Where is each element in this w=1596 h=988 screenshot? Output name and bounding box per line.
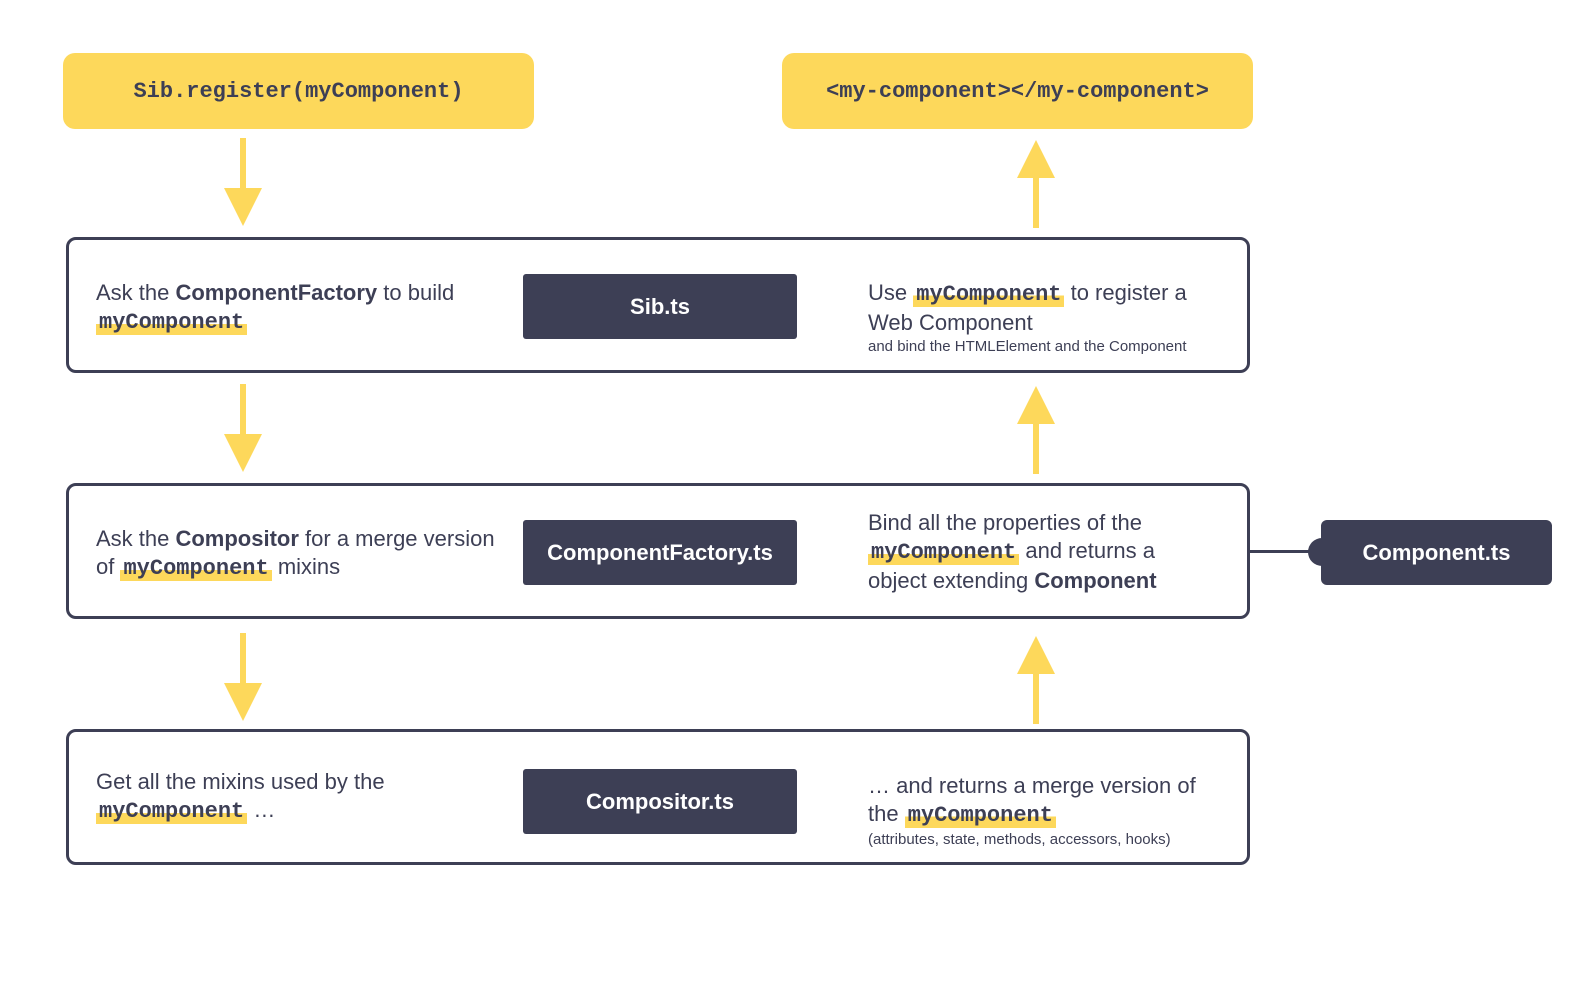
component-factory-file-box: ComponentFactory.ts bbox=[523, 520, 797, 585]
code-highlight: myComponent bbox=[913, 282, 1065, 307]
compositor-left-text: Get all the mixins used by the myCompone… bbox=[96, 769, 385, 824]
sib-file-box: Sib.ts bbox=[523, 274, 797, 339]
sib-note: and bind the HTMLElement and the Compone… bbox=[868, 338, 1187, 355]
custom-element-tag-pill: <my-component></my-component> bbox=[782, 53, 1253, 129]
sib-right-text: Use myComponent to register a Web Compon… bbox=[868, 279, 1228, 357]
up-arrow-2 bbox=[1017, 386, 1055, 474]
component-factory-left-text: Ask the Compositor for a merge version o… bbox=[96, 526, 495, 581]
up-arrow-1 bbox=[1017, 140, 1055, 228]
compositor-file-box: Compositor.ts bbox=[523, 769, 797, 834]
register-call-pill: Sib.register(myComponent) bbox=[63, 53, 534, 129]
down-arrow-1 bbox=[224, 138, 262, 226]
code-highlight: myComponent bbox=[96, 799, 248, 824]
sib-left-text: Ask the ComponentFactory to build myComp… bbox=[96, 280, 455, 335]
up-arrow-3 bbox=[1017, 636, 1055, 724]
compositor-right-text: … and returns a merge version of the myC… bbox=[868, 772, 1228, 850]
code-highlight: myComponent bbox=[96, 310, 248, 335]
code-highlight: myComponent bbox=[120, 556, 272, 581]
custom-element-tag-text: <my-component></my-component> bbox=[826, 78, 1209, 104]
component-factory-right-text: Bind all the properties of the myCompone… bbox=[868, 510, 1157, 593]
register-call-text: Sib.register(myComponent) bbox=[133, 78, 464, 104]
down-arrow-3 bbox=[224, 633, 262, 721]
code-highlight: myComponent bbox=[904, 803, 1056, 828]
code-highlight: myComponent bbox=[868, 540, 1020, 565]
compositor-note: (attributes, state, methods, accessors, … bbox=[868, 831, 1171, 848]
component-file-box: Component.ts bbox=[1321, 520, 1552, 585]
down-arrow-2 bbox=[224, 384, 262, 472]
